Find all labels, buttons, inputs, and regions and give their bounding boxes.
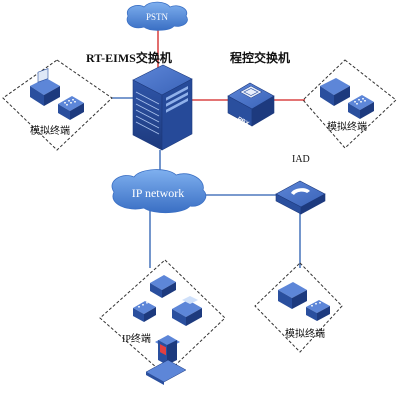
pbx-label: 程控交换机 [230, 51, 291, 65]
handset-icon [291, 188, 310, 195]
analog-terminal-bottom-label: 模拟终端 [285, 329, 325, 340]
phone-icon [306, 300, 330, 321]
pc-icon [145, 335, 187, 385]
fax-icon [278, 282, 307, 309]
ip-terminal-label: IP终端 [122, 334, 151, 345]
eims-switch-label: RT-EIMS交换机 [86, 51, 172, 65]
analog-terminal-group-right [302, 59, 397, 149]
analog-terminal-left-label: 模拟终端 [30, 126, 70, 137]
ip-network-label: IP network [132, 186, 185, 200]
phone-icon [348, 95, 374, 119]
ip-terminal-group [99, 259, 226, 385]
analog-terminal-group-bottom [254, 262, 343, 353]
pstn-label: PSTN [146, 12, 169, 22]
phone-icon [58, 96, 84, 120]
pbx-icon: PBX [227, 82, 275, 128]
iad-icon [275, 180, 326, 215]
video-phone-icon [172, 296, 202, 326]
fax-icon [30, 68, 60, 106]
eims-switch-icon [132, 64, 193, 151]
pbx-badge: PBX [236, 116, 250, 127]
fax-icon [320, 78, 350, 106]
analog-terminal-right-label: 模拟终端 [327, 122, 367, 133]
iad-label: IAD [292, 154, 310, 165]
ip-phone-icon [133, 301, 156, 322]
pstn-cloud: PSTN [126, 1, 188, 31]
analog-terminal-group-left [2, 59, 113, 151]
ip-phone-icon [150, 275, 176, 298]
ip-network-cloud: IP network [111, 169, 207, 214]
